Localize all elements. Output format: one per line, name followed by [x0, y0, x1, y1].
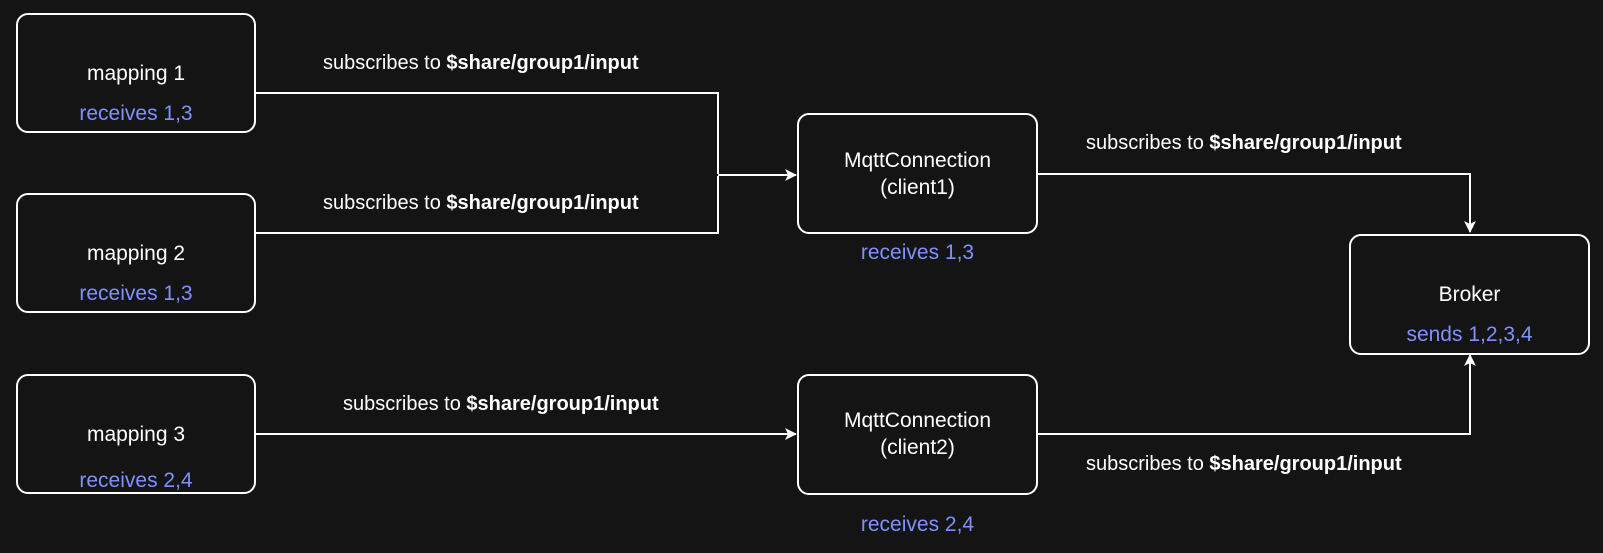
- mqtt-connection-client1-node[interactable]: MqttConnection (client1): [797, 113, 1038, 234]
- edge-label-conn2-topic: $share/group1/input: [1209, 453, 1402, 475]
- edge-label-conn2-prefix: subscribes to: [1086, 453, 1210, 475]
- edge-label-mapping1-prefix: subscribes to: [323, 52, 447, 74]
- edge-label-mapping1-topic: $share/group1/input: [446, 52, 639, 74]
- conn2-title-line2: (client2): [880, 436, 955, 459]
- mapping-1-node[interactable]: mapping 1 receives 1,3: [16, 13, 256, 133]
- conn2-status: receives 2,4: [860, 513, 975, 536]
- mapping-3-status: receives 2,4: [79, 469, 193, 492]
- conn1-title-line1: MqttConnection: [843, 149, 992, 172]
- broker-status: sends 1,2,3,4: [1406, 323, 1533, 346]
- edge-label-mapping2: subscribes to $share/group1/input: [323, 191, 639, 215]
- edge-label-mapping2-topic: $share/group1/input: [446, 192, 639, 214]
- mapping-3-node[interactable]: mapping 3 receives 2,4: [16, 374, 256, 494]
- edge-label-mapping3-topic: $share/group1/input: [466, 393, 659, 415]
- broker-title: Broker: [1438, 283, 1501, 306]
- edge-conn2-to-broker: [1038, 354, 1476, 435]
- mqtt-connection-client2-node[interactable]: MqttConnection (client2): [797, 374, 1038, 495]
- edge-label-conn1-broker: subscribes to $share/group1/input: [1086, 131, 1402, 155]
- mapping-2-status: receives 1,3: [79, 282, 193, 305]
- conn2-title-line1: MqttConnection: [843, 409, 992, 432]
- edge-mapping1-to-conn1: [256, 92, 719, 174]
- edge-label-conn2-broker: subscribes to $share/group1/input: [1086, 452, 1402, 476]
- broker-node[interactable]: Broker sends 1,2,3,4: [1349, 234, 1590, 355]
- mapping-2-title: mapping 2: [86, 242, 186, 265]
- edge-label-mapping2-prefix: subscribes to: [323, 192, 447, 214]
- edge-label-conn1-topic: $share/group1/input: [1209, 132, 1402, 154]
- edge-label-conn1-prefix: subscribes to: [1086, 132, 1210, 154]
- edge-label-mapping1: subscribes to $share/group1/input: [323, 51, 639, 75]
- mapping-3-title: mapping 3: [86, 423, 186, 446]
- mapping-1-status: receives 1,3: [79, 102, 193, 125]
- mapping-2-node[interactable]: mapping 2 receives 1,3: [16, 193, 256, 313]
- edge-label-mapping3: subscribes to $share/group1/input: [343, 392, 659, 416]
- edge-conn1-to-broker: [1038, 173, 1476, 233]
- edge-mapping2-to-conn1: [256, 176, 719, 234]
- mapping-1-title: mapping 1: [86, 62, 186, 85]
- conn1-title-line2: (client1): [880, 176, 955, 199]
- edge-label-mapping3-prefix: subscribes to: [343, 393, 467, 415]
- conn1-status: receives 1,3: [860, 241, 975, 264]
